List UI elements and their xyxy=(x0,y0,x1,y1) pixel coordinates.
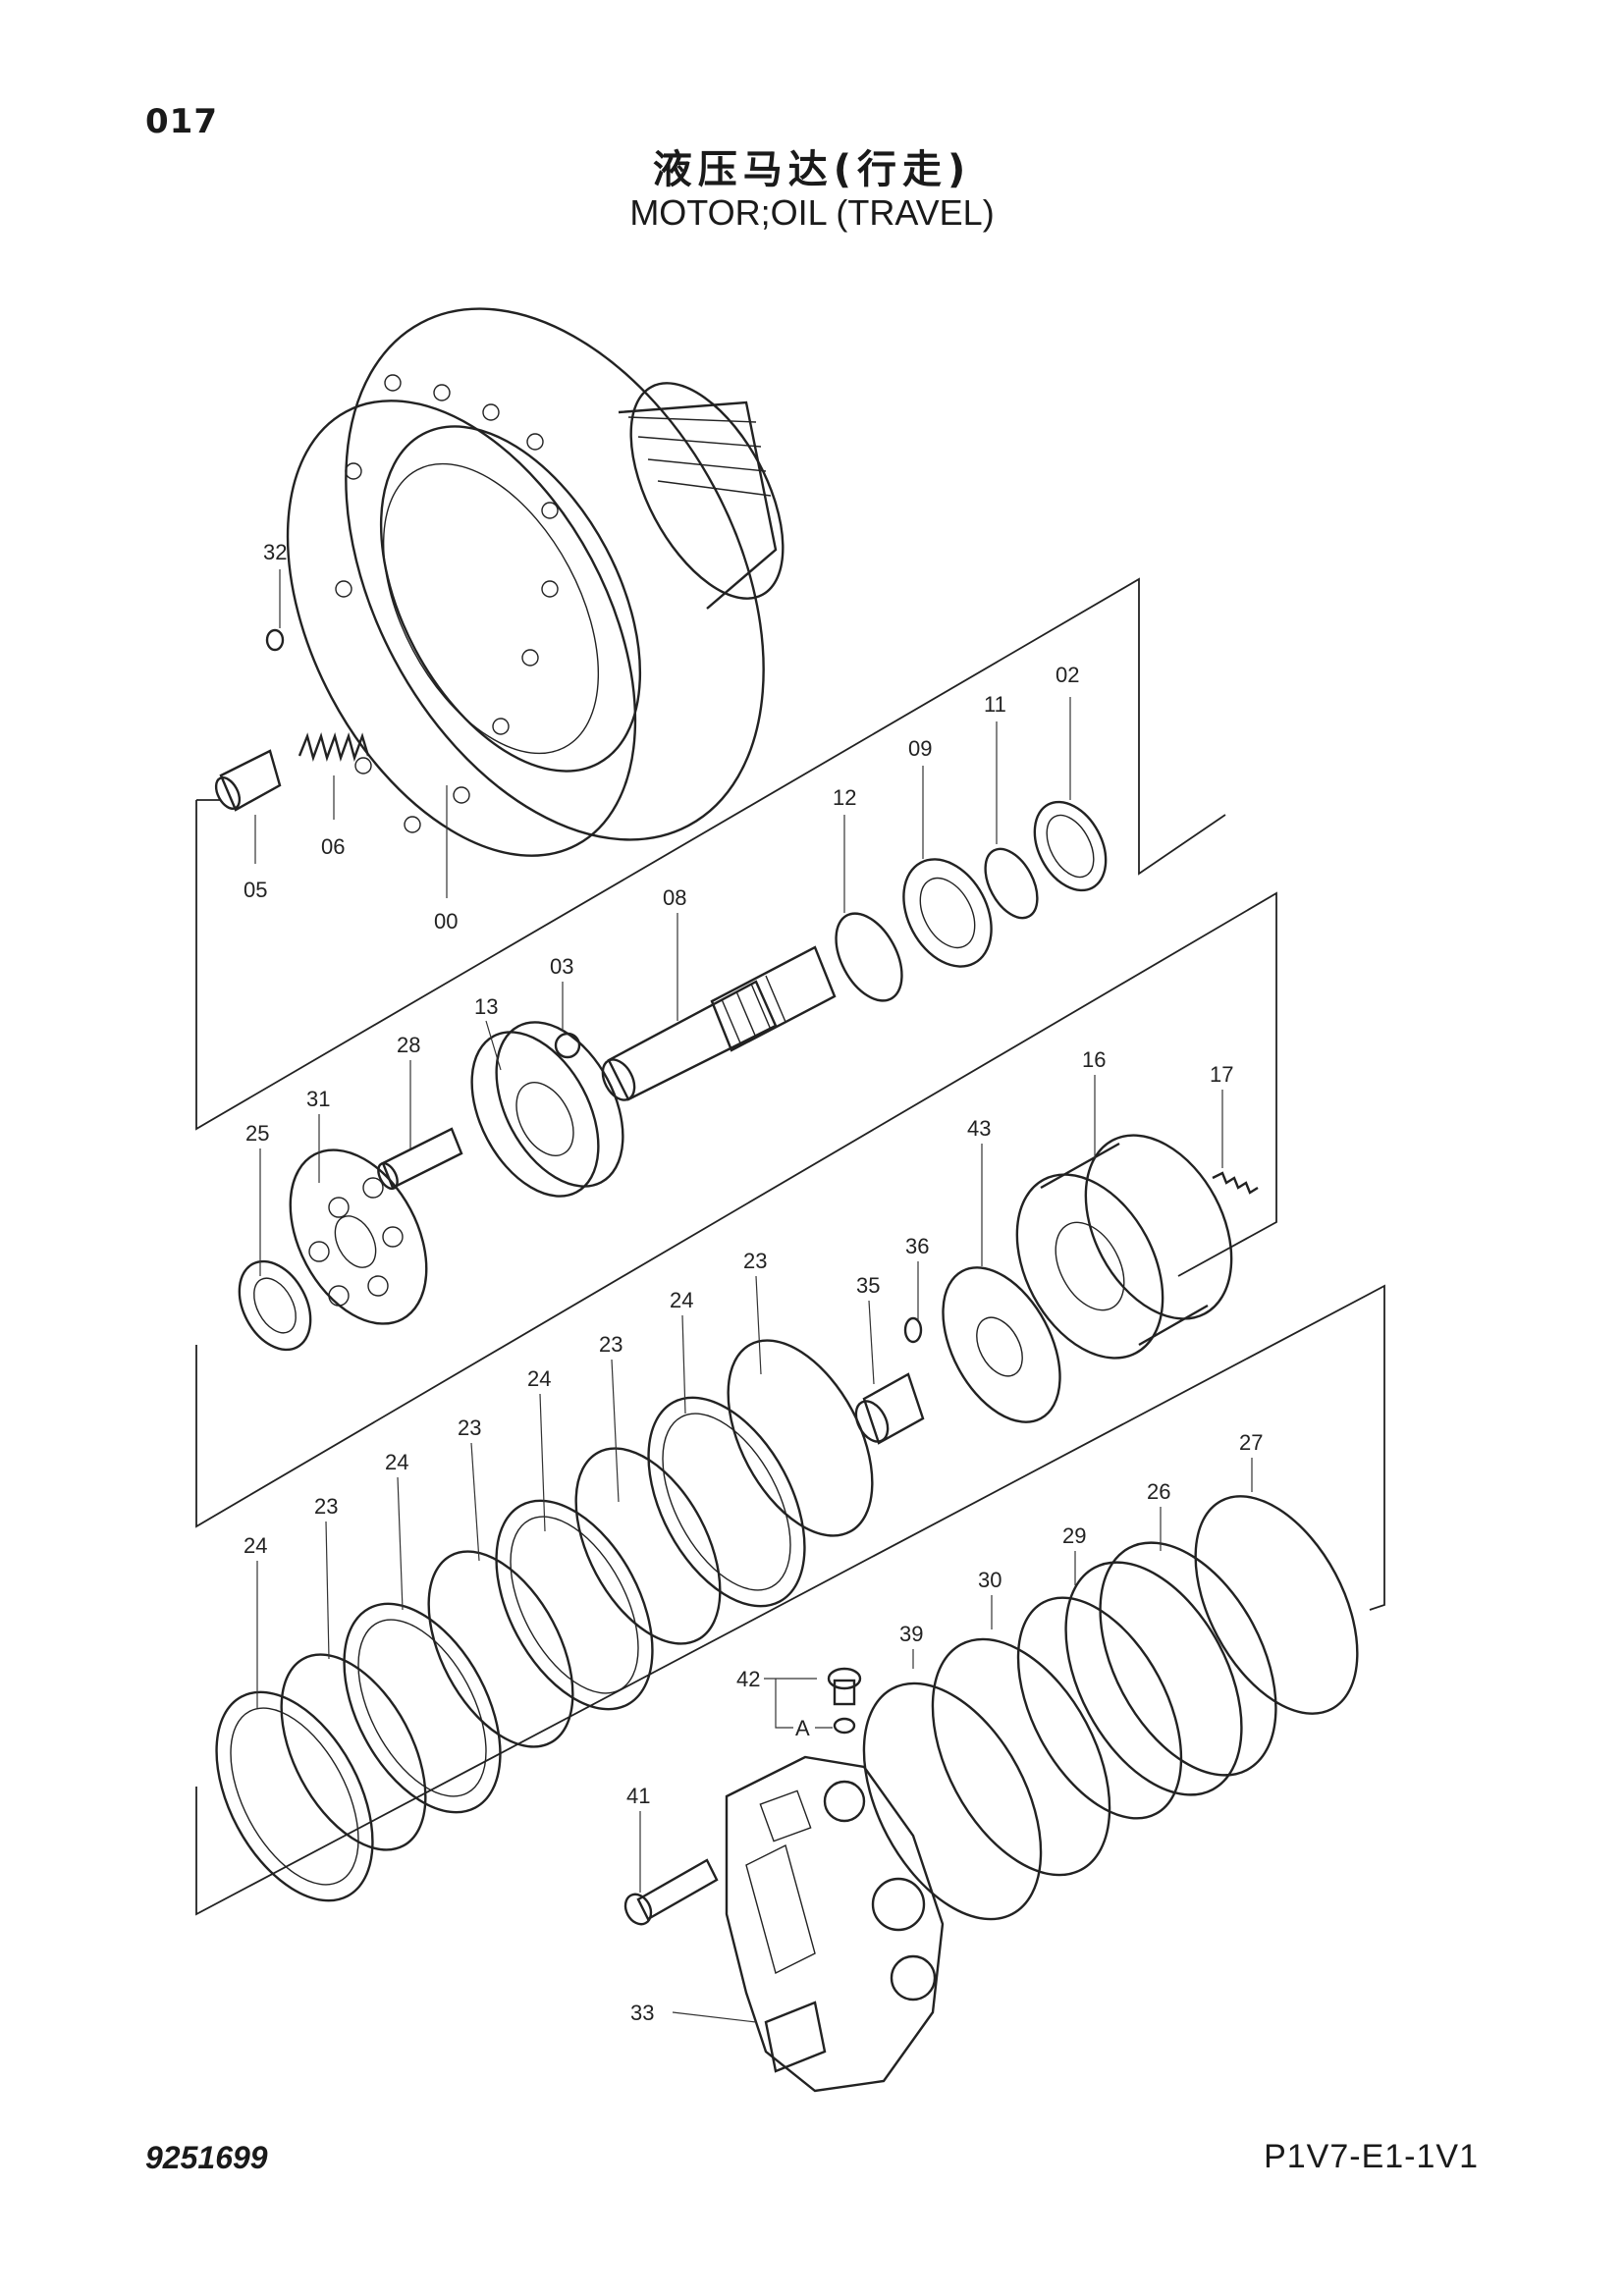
callout-24b: 24 xyxy=(527,1366,551,1391)
callout-24a: 24 xyxy=(670,1288,693,1312)
callout-29: 29 xyxy=(1062,1523,1086,1548)
callout-33: 33 xyxy=(630,2001,654,2025)
part-oil-seal xyxy=(1033,800,1108,892)
callout-A: A xyxy=(795,1716,810,1740)
callout-02: 02 xyxy=(1056,663,1079,687)
model-code: P1V7-E1-1V1 xyxy=(1264,2138,1479,2175)
part-ball xyxy=(554,1032,581,1059)
part-retainer-plate xyxy=(289,1148,428,1325)
callout-03: 03 xyxy=(550,954,573,979)
callout-25: 25 xyxy=(245,1121,269,1146)
part-cylinder-block xyxy=(1015,1134,1233,1360)
part-housing xyxy=(286,307,785,857)
callout-00: 00 xyxy=(434,909,458,934)
callout-23b: 23 xyxy=(599,1332,623,1357)
part-plug xyxy=(265,628,285,652)
part-snap-ring-inner xyxy=(835,912,903,1002)
callout-16: 16 xyxy=(1082,1047,1106,1072)
part-needle-bearing xyxy=(854,1372,925,1445)
page-number: 017 xyxy=(145,102,218,141)
part-shaft xyxy=(601,945,837,1101)
part-brake-piston xyxy=(862,1495,1359,1921)
callout-12: 12 xyxy=(833,785,856,810)
callout-labels: 32 05 06 00 02 11 09 12 08 03 13 28 31 2… xyxy=(244,540,1263,2025)
callout-43: 43 xyxy=(967,1116,991,1141)
title-chinese: 液压马达(行走) xyxy=(652,147,972,192)
callout-27: 27 xyxy=(1239,1430,1263,1455)
part-guide xyxy=(214,749,282,812)
part-snap-ring-outer xyxy=(984,847,1039,920)
part-pin xyxy=(377,1127,463,1191)
callout-41: 41 xyxy=(626,1784,650,1808)
part-holder xyxy=(238,1259,312,1352)
callout-42: 42 xyxy=(736,1667,760,1691)
callout-31: 31 xyxy=(306,1087,330,1111)
part-spring xyxy=(298,732,370,762)
callout-32: 32 xyxy=(263,540,287,564)
part-swash-plate xyxy=(470,1021,624,1198)
assembly-frame xyxy=(195,577,1385,1916)
callout-28: 28 xyxy=(397,1033,420,1057)
title-english: MOTOR;OIL (TRAVEL) xyxy=(629,192,995,233)
leader-lines xyxy=(254,569,1253,2023)
callout-09: 09 xyxy=(908,736,932,761)
callout-24d: 24 xyxy=(244,1533,267,1558)
friction-plate-stack xyxy=(215,1339,874,1902)
callout-05: 05 xyxy=(244,878,267,902)
callout-13: 13 xyxy=(474,994,498,1019)
callout-08: 08 xyxy=(663,885,686,910)
callout-24c: 24 xyxy=(385,1450,408,1474)
callout-39: 39 xyxy=(899,1622,923,1646)
document-number: 9251699 xyxy=(145,2140,268,2175)
callout-35: 35 xyxy=(856,1273,880,1298)
part-plug-42 xyxy=(827,1667,862,1735)
part-small-pin xyxy=(903,1316,923,1344)
part-bolt xyxy=(623,1858,719,1926)
callout-23a: 23 xyxy=(743,1249,767,1273)
callout-36: 36 xyxy=(905,1234,929,1258)
callout-23c: 23 xyxy=(458,1415,481,1440)
part-valve-plate xyxy=(942,1266,1061,1423)
callout-26: 26 xyxy=(1147,1479,1170,1504)
callout-11: 11 xyxy=(984,692,1006,717)
callout-06: 06 xyxy=(321,834,345,859)
callout-17: 17 xyxy=(1210,1062,1233,1087)
part-screw xyxy=(1212,1171,1259,1195)
callout-23d: 23 xyxy=(314,1494,338,1519)
part-bearing xyxy=(902,858,993,968)
part-valve-cover xyxy=(725,1755,945,2093)
callout-30: 30 xyxy=(978,1568,1001,1592)
